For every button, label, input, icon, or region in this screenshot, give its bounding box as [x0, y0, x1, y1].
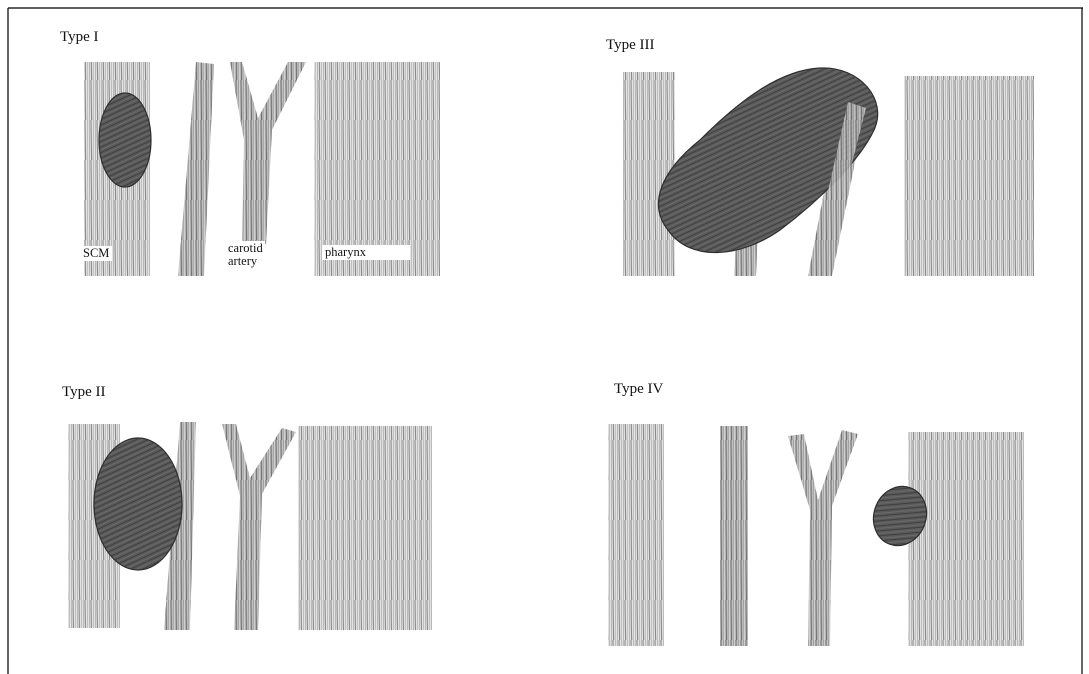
mass-type-1: [99, 93, 151, 187]
mass-type-2: [94, 438, 182, 570]
scm-muscle: [623, 72, 675, 276]
panel-title-type-3: Type III: [606, 37, 655, 54]
carotid-artery: [230, 62, 306, 244]
label-scm: SCM: [80, 246, 112, 261]
scm-muscle: [608, 424, 664, 646]
pharynx: [908, 432, 1024, 646]
panel-title-type-2: Type II: [62, 384, 106, 401]
panel-type-4: [608, 424, 1024, 646]
carotid-artery: [222, 424, 296, 630]
panel-title-type-4: Type IV: [614, 381, 663, 398]
panel-title-type-1: Type I: [60, 29, 99, 46]
panel-type-2: [68, 422, 432, 630]
pharynx: [298, 426, 432, 630]
jugular-vein: [178, 62, 214, 276]
label-pharynx: pharynx: [322, 245, 410, 260]
label-carotid-artery: carotid artery: [226, 241, 265, 269]
carotid-artery: [788, 430, 858, 646]
jugular-vein: [720, 426, 748, 646]
pharynx: [904, 76, 1034, 276]
pharynx: [314, 62, 440, 276]
panel-type-3: [623, 68, 1034, 276]
